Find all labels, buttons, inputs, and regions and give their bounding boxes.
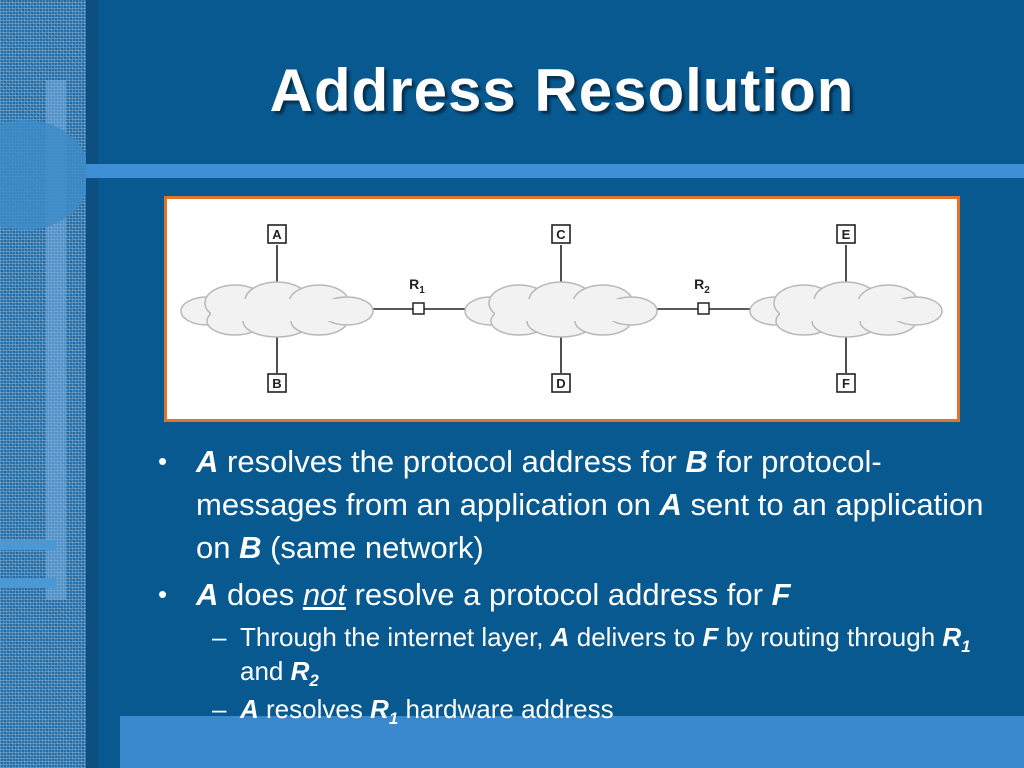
dash-marker: – bbox=[212, 622, 227, 652]
bullet-text-run: B bbox=[685, 444, 708, 479]
bullet-text-run: A bbox=[550, 622, 570, 652]
bullet-text-run: hardware address bbox=[398, 694, 614, 724]
bullet-text-run: A bbox=[196, 444, 219, 479]
host-box-e bbox=[836, 224, 856, 244]
host-box-a bbox=[267, 224, 287, 244]
bullet-marker: • bbox=[158, 446, 168, 476]
bullet-text-run: A bbox=[240, 694, 259, 724]
bullet-item: • A does not resolve a protocol address f… bbox=[150, 573, 1010, 616]
host-label-d: D bbox=[556, 376, 565, 391]
dash-marker: – bbox=[212, 694, 227, 724]
bullet-text-run: A bbox=[196, 577, 219, 612]
host-box-c bbox=[551, 224, 571, 244]
bullet-list: • A resolves the protocol address for B f… bbox=[150, 440, 1010, 730]
network-diagram-svg: A C E B D F R1 R2 bbox=[180, 224, 943, 393]
host-label-c: C bbox=[556, 227, 566, 242]
host-box-b bbox=[267, 373, 287, 393]
host-label-b: B bbox=[272, 376, 281, 391]
bullet-text-run: 1 bbox=[388, 709, 399, 728]
bullet-text-run: by routing through bbox=[718, 622, 943, 652]
bullet-text-run: sent to an application on bbox=[196, 487, 984, 565]
decorative-texture-strip bbox=[0, 0, 90, 768]
bullet-text-run: A bbox=[659, 487, 682, 522]
router-r2-label: R2 bbox=[694, 276, 710, 296]
router-r1-box bbox=[412, 302, 425, 315]
bullet-text-run: for protocol-messages from an applicatio… bbox=[196, 444, 882, 522]
bullet-text-run: resolves bbox=[258, 694, 371, 724]
bullet-text-run: delivers to bbox=[569, 622, 703, 652]
bottom-accent-bar bbox=[120, 716, 1024, 768]
host-box-d bbox=[551, 373, 571, 393]
router-r2-box bbox=[697, 302, 710, 315]
host-box-f bbox=[836, 373, 856, 393]
bullet-text-run: R bbox=[290, 656, 310, 686]
bullet-text-run: resolves the protocol address for bbox=[218, 444, 686, 479]
bullet-text-run: not bbox=[302, 577, 346, 612]
bullet-text-run: 1 bbox=[961, 637, 971, 656]
bullet-item: • A resolves the protocol address for B f… bbox=[150, 440, 1010, 569]
bullet-text-run: R bbox=[942, 622, 962, 652]
sub-bullet-item: –Through the internet layer, A delivers … bbox=[150, 620, 1010, 690]
bullet-text-run: F bbox=[702, 622, 719, 652]
bullet-text-run: F bbox=[771, 577, 791, 612]
router-r1-label: R1 bbox=[409, 276, 425, 296]
slide-title: Address Resolution bbox=[269, 57, 855, 124]
decorative-circle bbox=[0, 120, 90, 230]
network-diagram: A C E B D F R1 R2 bbox=[164, 196, 960, 422]
left-edge-shadow bbox=[86, 0, 98, 768]
decorative-band bbox=[0, 540, 56, 550]
host-label-e: E bbox=[842, 227, 851, 242]
bullet-text-run: does bbox=[218, 577, 303, 612]
sub-bullet-item: –A resolves R1 hardware address bbox=[150, 692, 1010, 728]
bullet-text-run: and bbox=[240, 656, 291, 686]
host-label-a: A bbox=[272, 227, 282, 242]
bullet-text-run: R bbox=[370, 694, 389, 724]
bullet-text-run: B bbox=[239, 530, 262, 565]
bullet-text-run: (same network) bbox=[261, 530, 484, 565]
host-label-f: F bbox=[842, 376, 850, 391]
decorative-band bbox=[0, 578, 56, 588]
bullet-text-run: resolve a protocol address for bbox=[345, 577, 772, 612]
bullet-text-run: Through the internet layer, bbox=[240, 622, 551, 652]
bullet-marker: • bbox=[158, 579, 168, 609]
title-underline-rule bbox=[86, 164, 1024, 178]
bullet-text-run: 2 bbox=[309, 671, 319, 690]
